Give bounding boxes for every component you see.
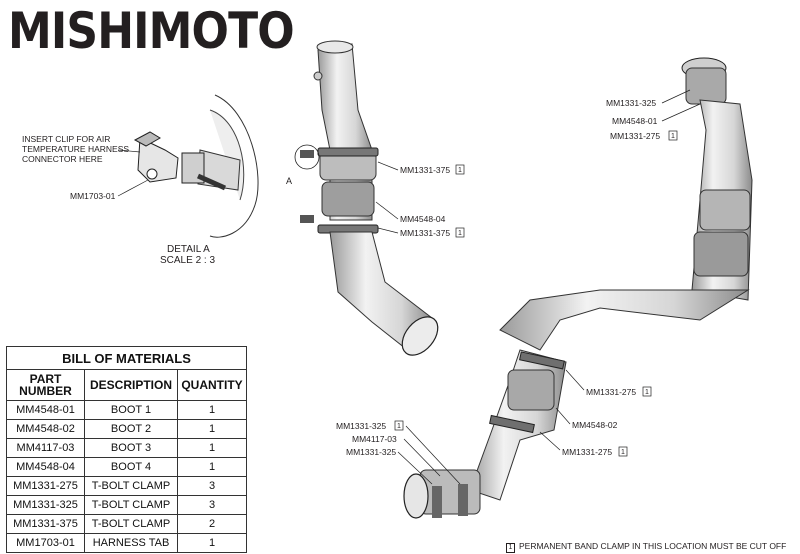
right-pipe-assembly <box>403 57 753 519</box>
brand-logo: MISHIMOTO <box>8 2 295 60</box>
left-pipe-callouts: MM1331-375 1 MM4548-04 MM1331-375 1 <box>375 161 465 238</box>
bill-of-materials-table: BILL OF MATERIALS PART NUMBER DESCRIPTIO… <box>6 346 247 553</box>
bom-header-part-number: PART NUMBER <box>6 369 85 401</box>
footnote: 1 PERMANENT BAND CLAMP IN THIS LOCATION M… <box>506 541 786 553</box>
svg-text:1: 1 <box>671 133 675 140</box>
callout-bottom-3: MM1331-325 <box>346 447 396 457</box>
svg-text:1: 1 <box>621 449 625 456</box>
callout-left-3: MM1331-375 <box>400 228 450 238</box>
callout-right-4: MM1331-275 <box>586 387 636 397</box>
detail-a-view <box>133 94 259 238</box>
detail-scale: SCALE 2 : 3 <box>160 255 215 266</box>
callout-bottom-2: MM4117-03 <box>352 434 397 444</box>
callout-right-6: MM1331-275 <box>562 447 612 457</box>
callout-right-5: MM4548-02 <box>572 420 618 430</box>
bom-header-quantity: QUANTITY <box>177 369 247 401</box>
svg-text:1: 1 <box>458 230 462 237</box>
right-pipe-callouts: MM1331-325 MM4548-01 MM1331-275 1 MM1331… <box>539 89 701 457</box>
clip-note-line-1: INSERT CLIP FOR AIR <box>22 134 110 144</box>
detail-marker: A <box>286 176 292 186</box>
footnote-text: PERMANENT BAND CLAMP IN THIS LOCATION MU… <box>519 541 787 551</box>
bottom-callouts: MM1331-325 1 MM4117-03 MM1331-325 <box>336 420 461 485</box>
svg-text:1: 1 <box>397 423 401 430</box>
callout-left-1: MM1331-375 <box>400 165 450 175</box>
footnote-box: 1 <box>506 543 515 553</box>
left-pipe-assembly <box>294 40 439 356</box>
callout-right-3: MM1331-275 <box>610 131 660 141</box>
harness-tab-label: MM1703-01 <box>70 191 116 201</box>
detail-title: DETAIL A <box>167 244 210 255</box>
callout-left-2: MM4548-04 <box>400 214 446 224</box>
bom-title: BILL OF MATERIALS <box>6 346 247 370</box>
svg-text:1: 1 <box>645 389 649 396</box>
callout-right-2: MM4548-01 <box>612 116 658 126</box>
svg-text:1: 1 <box>458 167 462 174</box>
callout-right-1: MM1331-325 <box>606 98 656 108</box>
clip-note-line-3: CONNECTOR HERE <box>22 154 103 164</box>
callout-bottom-1: MM1331-325 <box>336 421 386 431</box>
clip-note-line-2: TEMPERATURE HARNESS <box>22 144 129 154</box>
bom-header-description: DESCRIPTION <box>84 369 178 401</box>
